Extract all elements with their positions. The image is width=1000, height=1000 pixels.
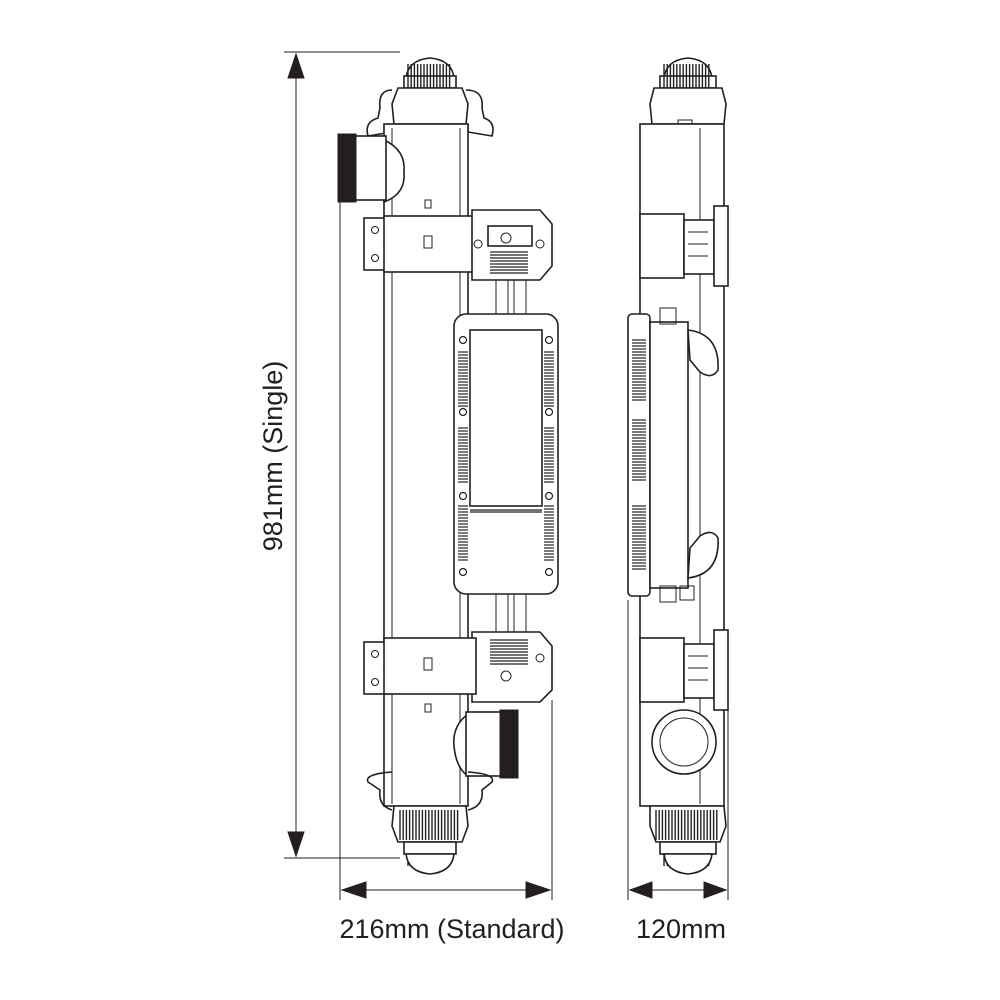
front-bottom-clamp: [363, 637, 477, 713]
depth-dimension-label: 120mm: [636, 914, 726, 944]
height-dimension-label: 981mm (Single): [258, 361, 288, 552]
side-bottom-cap: [649, 805, 727, 875]
side-ballast-profile: [627, 307, 719, 603]
side-top-cap: [649, 57, 727, 135]
side-view: [627, 57, 729, 875]
front-bottom-cap: [391, 805, 469, 875]
front-bottom-mount: [471, 593, 553, 703]
front-bottom-bracket: [366, 771, 494, 811]
width-dimension-label: 216mm (Standard): [339, 914, 564, 944]
dimension-width: 216mm (Standard): [339, 200, 565, 944]
side-top-clamp: [639, 205, 729, 287]
side-bottom-clamp: [639, 629, 729, 711]
front-view: [337, 57, 559, 875]
side-outlet-port: [651, 709, 717, 775]
front-ballast-box: [453, 313, 559, 595]
front-top-cap: [391, 57, 469, 125]
front-top-mount: [471, 209, 553, 315]
front-top-bracket: [366, 89, 494, 137]
front-inlet-port: [337, 133, 405, 204]
dimension-height: 981mm (Single): [258, 51, 400, 859]
dimension-depth: 120mm: [627, 600, 729, 944]
front-outlet-port: [452, 709, 519, 779]
